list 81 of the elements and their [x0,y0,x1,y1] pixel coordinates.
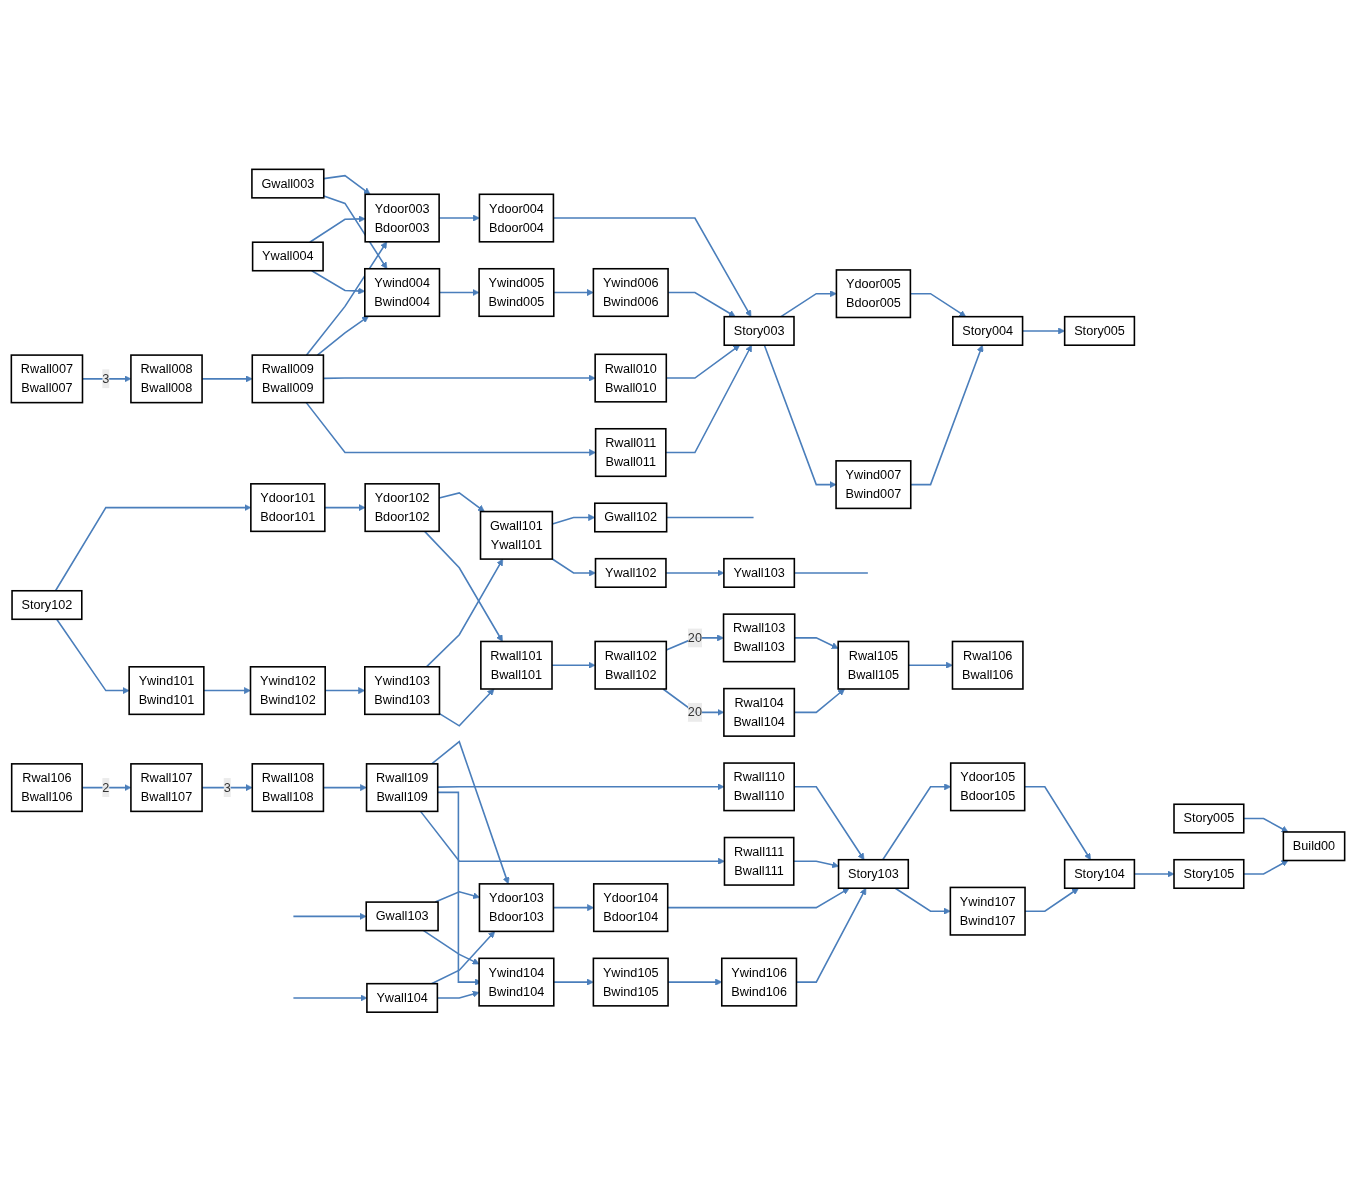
node-box: Gwall003 [251,168,325,199]
node-box: Rwall103 Bwall103 [722,613,796,663]
arrow [305,401,596,456]
node-box: Rwall110 Bwall110 [723,762,795,812]
node-box: Story004 [952,315,1024,346]
arrow [665,344,752,454]
arrow [308,215,366,243]
node-box: Rwall102 Bwall102 [594,640,668,690]
node-box: Story103 [837,858,910,889]
node-box: Ywind004 Bwind004 [364,267,441,317]
node-box: Ydoor004 Bdoor004 [478,193,555,243]
node-box: Ywind106 Bwind106 [721,957,798,1007]
node-box: Rwall109 Bwall109 [365,762,439,812]
arrow [322,195,388,269]
arrow [430,930,496,985]
arrow [203,686,251,694]
edge-label: 3 [223,780,231,794]
node-box: Rwall107 Bwall107 [130,762,203,812]
arrow [894,887,951,915]
edge-label: 20 [687,630,702,644]
arrow [55,618,130,694]
arrow [305,241,388,356]
node-box: Ywind007 Bwind007 [835,459,912,509]
node-box: Rwall008 Bwall008 [130,354,203,404]
arrow [425,558,504,668]
arrow [430,740,510,884]
node-box: Rwall010 Bwall010 [594,353,668,403]
node-box: Ywind006 Bwind006 [592,267,669,317]
arrow [438,688,495,727]
node-box: Ywall104 [366,982,439,1013]
arrow [553,978,594,986]
node-box: Story005 [1063,315,1136,346]
node-box: Build00 [1282,830,1346,861]
node-box: Story003 [723,315,795,346]
node-box: Rwal106 Bwall106 [951,640,1024,690]
arrow [423,530,503,642]
arrow [551,557,596,577]
node-box: Ydoor102 Bdoor102 [364,482,440,532]
node-box: Story102 [11,589,83,620]
node-box: Story105 [1173,858,1245,889]
arrow [324,503,366,511]
node-box: Ywind104 Bwind104 [478,957,555,1007]
node-box: Rwall011 Bwall011 [594,427,667,477]
node-box: Story104 [1063,858,1136,889]
node-box: Gwall102 [594,502,668,533]
arrow [780,289,837,318]
node-box: Gwall101 Ywall101 [479,510,554,560]
node-box: Ywind105 Bwind105 [592,957,669,1007]
node-box: Ydoor105 Bdoor105 [949,762,1026,812]
edge-label: 2 [102,780,110,794]
node-box: Rwall111 Bwall111 [723,836,795,886]
node-box: Rwal104 Bwall104 [723,687,796,737]
node-box: Ydoor104 Bdoor104 [592,882,669,932]
node-box: Ywall004 [251,241,324,272]
node-box: Ywind103 Bwind103 [364,665,441,715]
edge-label: 20 [687,704,702,719]
arrow [553,288,594,296]
edge-label: 3 [102,371,110,385]
node-box: Ywind101 Bwind101 [128,665,205,715]
node-box: Rwal105 Bwall105 [837,640,910,690]
node-box: Ywall102 [594,557,667,588]
node-box: Rwall007 Bwall007 [10,354,84,404]
node-box: Ydoor103 Bdoor103 [478,882,555,932]
node-box: Rwall108 Bwall108 [251,762,325,812]
node-box: Rwall101 Bwall101 [480,640,553,690]
arrow [763,344,837,488]
node-box: Rwal106 Bwall106 [10,762,83,812]
node-box: Ydoor101 Bdoor101 [250,482,326,532]
arrow [292,912,367,920]
node-box: Ywind107 Bwind107 [949,886,1026,936]
arrow [419,810,725,865]
node-box: Gwall103 [365,901,439,932]
arrow [316,315,369,356]
node-box: Ywind005 Bwind005 [478,267,555,317]
arrow [422,929,480,965]
node-box: Ydoor005 Bdoor005 [835,268,912,318]
node-box: Ydoor003 Bdoor003 [364,193,440,243]
node-box: Ywind102 Bwind102 [249,665,326,715]
node-box: Story005 [1173,803,1245,834]
node-box: Rwall009 Bwall009 [251,354,325,404]
node-box: Ywall103 [723,557,796,588]
